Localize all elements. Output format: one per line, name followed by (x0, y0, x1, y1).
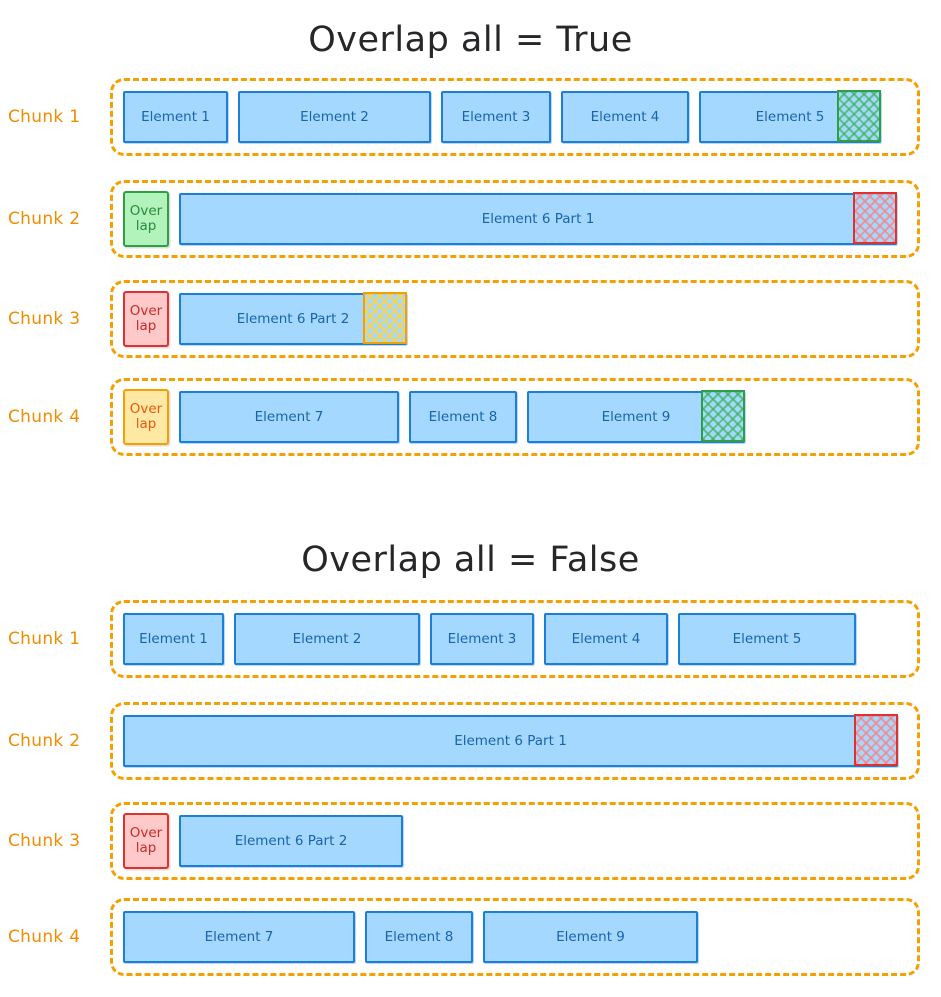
chunk-contents: Element 1 Element 2 Element 3 Element 4 Elem… (123, 90, 907, 144)
chunk-contents: Element 1 Element 2 Element 3 Element 4 Elem… (123, 612, 907, 666)
chunk-contents: Element 6 Part 1 (123, 714, 907, 768)
chunk-label-4: Chunk 4 (8, 407, 81, 427)
element-block[interactable]: Element 9 (527, 390, 745, 443)
element-block[interactable]: Element 4 (544, 613, 668, 665)
overlap-hatch-marker-amber (363, 292, 407, 344)
element-block[interactable]: Element 1 (123, 613, 224, 665)
element-block[interactable]: Element 7 (123, 911, 355, 963)
chunk-boundary-box: Element 1 Element 2 Element 3 Element 4 Elem… (110, 78, 920, 156)
element-label: Element 8 (428, 409, 498, 425)
element-label: Element 2 (292, 631, 362, 647)
element-block[interactable]: Element 6 Part 1 (179, 192, 897, 245)
overlap-hatch-marker-green (701, 390, 745, 442)
element-label: Element 6 Part 2 (236, 311, 350, 327)
element-block[interactable]: Element 9 (483, 911, 698, 963)
element-label: Element 3 (447, 631, 517, 647)
element-block[interactable]: Element 4 (561, 91, 689, 143)
section-title-1: Overlap all = True (308, 20, 633, 60)
element-label: Element 8 (384, 929, 454, 945)
element-label: Element 5 (755, 109, 825, 125)
element-block[interactable]: Element 6 Part 1 (123, 714, 898, 767)
element-label: Element 1 (141, 109, 210, 125)
chunk-label-2: Chunk 2 (8, 731, 81, 751)
element-block[interactable]: Element 5 (699, 90, 881, 143)
chunk-label-3: Chunk 3 (8, 309, 81, 329)
element-label: Element 1 (139, 631, 208, 647)
chunk-label-2: Chunk 2 (8, 209, 81, 229)
chunk-label-3: Chunk 3 (8, 831, 81, 851)
chunk-row: Chunk 4 Element 7 Element 8 Element 9 (0, 898, 941, 976)
chunk-label-1: Chunk 1 (8, 629, 81, 649)
chunk-boundary-box: Element 7 Element 8 Element 9 (110, 898, 920, 976)
element-block[interactable]: Element 1 (123, 91, 228, 143)
element-label: Element 7 (204, 929, 274, 945)
overlap-chip-line2: lap (135, 218, 157, 234)
element-block[interactable]: Element 2 (238, 91, 431, 143)
element-label: Element 7 (254, 409, 324, 425)
element-block[interactable]: Element 8 (409, 391, 517, 443)
overlap-chip-line2: lap (135, 318, 157, 334)
overlap-chip-line1: Over (129, 202, 163, 219)
element-label: Element 4 (571, 631, 641, 647)
element-block[interactable]: Element 3 (430, 613, 534, 665)
element-label: Element 9 (556, 929, 625, 945)
chunk-boundary-box: Element 1 Element 2 Element 3 Element 4 Elem… (110, 600, 920, 678)
element-label: Element 2 (300, 109, 369, 125)
overlap-chip-line1: Over (129, 302, 163, 319)
element-label: Element 9 (601, 409, 671, 425)
element-block[interactable]: Element 8 (365, 911, 473, 963)
element-label: Element 6 Part 1 (454, 733, 567, 749)
overlap-chip-line2: lap (135, 840, 157, 856)
overlap-chip-line1: Over (129, 824, 163, 841)
element-block[interactable]: Element 6 Part 2 (179, 815, 403, 867)
overlap-hatch-marker-red (853, 192, 897, 244)
chunk-label-4: Chunk 4 (8, 927, 81, 947)
overlap-hatch-marker-green (837, 90, 881, 142)
element-label: Element 4 (590, 109, 660, 125)
overlap-hatch-marker-red (854, 714, 898, 766)
element-block[interactable]: Element 6 Part 2 (179, 292, 407, 345)
overlap-chip-line1: Over (129, 400, 163, 417)
chunk-label-1: Chunk 1 (8, 107, 81, 127)
overlap-chip-line2: lap (135, 416, 157, 432)
chunk-row: Chunk 2 Element 6 Part 1 (0, 702, 941, 780)
section-title-2: Overlap all = False (301, 540, 640, 580)
element-block[interactable]: Element 5 (678, 613, 856, 665)
element-label: Element 3 (461, 109, 531, 125)
element-label: Element 6 Part 1 (481, 211, 595, 227)
element-block[interactable]: Element 7 (179, 391, 399, 443)
element-block[interactable]: Element 3 (441, 91, 551, 143)
chunk-boundary-box: Element 6 Part 1 (110, 702, 920, 780)
element-block[interactable]: Element 2 (234, 613, 420, 665)
element-label: Element 5 (732, 631, 802, 647)
chunk-contents: Element 7 Element 8 Element 9 (123, 910, 907, 964)
element-label: Element 6 Part 2 (234, 833, 348, 849)
